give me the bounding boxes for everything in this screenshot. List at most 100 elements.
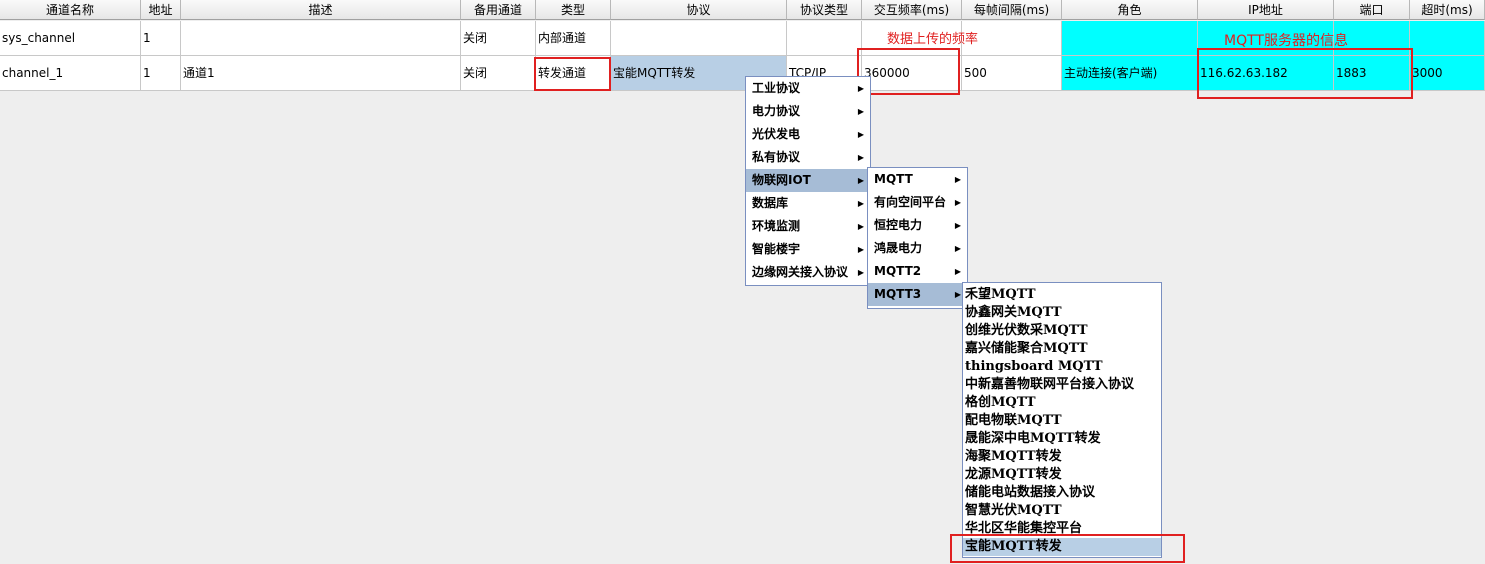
- col-header-backup[interactable]: 备用通道: [461, 0, 536, 20]
- cell-interval[interactable]: [962, 21, 1062, 56]
- col-header-interval[interactable]: 每帧间隔(ms): [962, 0, 1062, 20]
- iot-submenu: MQTT ▶ 有向空间平台 ▶ 恒控电力▶ 鸿晟电力 ▶ MQTT2 ▶ MQTT3▶: [867, 167, 968, 309]
- cell-freq[interactable]: [862, 21, 962, 56]
- menu-item-protocol[interactable]: 华北区华能集控平台: [965, 521, 1083, 536]
- table-row[interactable]: channel_1 1 通道1 关闭 转发通道 宝能MQTT转发 TCP/IP …: [0, 56, 1485, 91]
- submenu-arrow-icon: ▶: [857, 176, 864, 185]
- menu-item-protocol[interactable]: 配电物联MQTT: [965, 413, 1062, 428]
- menu-label: 私有协议: [752, 150, 801, 164]
- submenu-arrow-icon: ▶: [954, 198, 961, 207]
- col-header-port[interactable]: 端口: [1334, 0, 1410, 20]
- col-header-type[interactable]: 类型: [536, 0, 611, 20]
- col-header-addr[interactable]: 地址: [141, 0, 181, 20]
- table-header: 通道名称 地址 描述 备用通道 类型 协议 协议类型 交互频率(ms) 每帧间隔…: [0, 0, 1485, 21]
- menu-label: MQTT3: [874, 287, 922, 301]
- menu-item-protocol[interactable]: 协鑫网关MQTT: [965, 305, 1062, 320]
- menu-item-protocol[interactable]: 中新嘉善物联网平台接入协议: [965, 377, 1135, 392]
- menu-label: 电力协议: [752, 104, 801, 118]
- menu-item-protocol[interactable]: 嘉兴储能聚合MQTT: [965, 341, 1088, 356]
- menu-item-mqtt3[interactable]: MQTT3▶: [868, 283, 967, 306]
- col-header-role[interactable]: 角色: [1062, 0, 1198, 20]
- cell-addr[interactable]: 1: [141, 21, 181, 56]
- cell-ip[interactable]: [1198, 21, 1334, 56]
- menu-label: 智能楼宇: [752, 242, 801, 256]
- menu-item-database[interactable]: 数据库 ▶: [746, 192, 870, 215]
- menu-item-protocol[interactable]: 龙源MQTT转发: [965, 467, 1062, 482]
- menu-item-protocol[interactable]: 创维光伏数采MQTT: [965, 323, 1088, 338]
- menu-item-building[interactable]: 智能楼宇 ▶: [746, 238, 870, 261]
- col-header-desc[interactable]: 描述: [181, 0, 461, 20]
- col-header-protocol[interactable]: 协议: [611, 0, 787, 20]
- menu-item-pv[interactable]: 光伏发电▶: [746, 123, 870, 146]
- menu-item-iot[interactable]: 物联网IOT ▶: [746, 169, 870, 192]
- menu-label: 数据库: [752, 196, 789, 210]
- menu-item-mqtt2[interactable]: MQTT2 ▶: [868, 260, 967, 283]
- submenu-arrow-icon: ▶: [857, 84, 864, 93]
- menu-item-protocol-selected[interactable]: 宝能MQTT转发: [963, 538, 1161, 556]
- table-row[interactable]: sys_channel 1 关闭 内部通道: [0, 21, 1485, 56]
- submenu-arrow-icon: ▶: [857, 199, 864, 208]
- menu-label: 鸿晟电力: [874, 241, 923, 255]
- menu-item-env[interactable]: 环境监测▶: [746, 215, 870, 238]
- menu-item-protocol[interactable]: 格创MQTT: [965, 395, 1036, 410]
- menu-label: 恒控电力: [874, 218, 923, 232]
- selected-protocol-highlight-box: [950, 534, 1185, 563]
- menu-item-protocol[interactable]: 海聚MQTT转发: [965, 449, 1062, 464]
- menu-item-protocol[interactable]: 禾望MQTT: [965, 287, 1036, 302]
- menu-item-protocol[interactable]: thingsboard MQTT: [965, 359, 1103, 374]
- cell-desc[interactable]: 通道1: [181, 56, 461, 91]
- menu-item-protocol[interactable]: 智慧光伏MQTT: [965, 503, 1062, 518]
- menu-item-space[interactable]: 有向空间平台 ▶: [868, 191, 967, 214]
- menu-item-protocol[interactable]: 晟能深中电MQTT转发: [965, 431, 1101, 446]
- submenu-arrow-icon: ▶: [954, 267, 961, 276]
- submenu-arrow-icon: ▶: [857, 107, 864, 116]
- mqtt-highlight-box: [1197, 48, 1413, 99]
- protocol-category-menu: 工业协议▶ 电力协议▶ 光伏发电▶ 私有协议▶ 物联网IOT▶ 数据库▶ 环境监…: [745, 76, 871, 286]
- menu-label: 物联网IOT: [752, 173, 811, 187]
- menu-label: MQTT2: [874, 264, 922, 278]
- col-header-ip[interactable]: IP地址: [1198, 0, 1334, 20]
- col-header-timeout[interactable]: 超时(ms): [1410, 0, 1485, 20]
- cell-role[interactable]: 主动连接(客户端): [1062, 56, 1198, 91]
- cell-name[interactable]: channel_1: [0, 56, 141, 91]
- menu-label: 光伏发电: [752, 127, 801, 141]
- menu-item-private[interactable]: 私有协议▶: [746, 146, 870, 169]
- cell-timeout[interactable]: 3000: [1410, 56, 1485, 91]
- cell-timeout[interactable]: [1410, 21, 1485, 56]
- cell-ip[interactable]: 116.62.63.182: [1198, 56, 1334, 91]
- col-header-ptype[interactable]: 协议类型: [787, 0, 862, 20]
- cell-backup[interactable]: 关闭: [461, 56, 536, 91]
- cell-role[interactable]: [1062, 21, 1198, 56]
- menu-item-hongsheng[interactable]: 鸿晟电力 ▶: [868, 237, 967, 260]
- cell-desc[interactable]: [181, 21, 461, 56]
- menu-label: 有向空间平台: [874, 195, 947, 209]
- menu-item-industrial[interactable]: 工业协议 ▶: [746, 77, 870, 100]
- cell-interval[interactable]: 500: [962, 56, 1062, 91]
- cell-ptype[interactable]: [787, 21, 862, 56]
- menu-label: MQTT: [874, 172, 913, 186]
- cell-type[interactable]: 转发通道: [536, 56, 611, 91]
- cell-port[interactable]: [1334, 21, 1410, 56]
- cell-port[interactable]: 1883: [1334, 56, 1410, 91]
- menu-item-mqtt[interactable]: MQTT ▶: [868, 168, 967, 191]
- mqtt-annotation: MQTT服务器的信息: [1224, 33, 1348, 49]
- cell-protocol[interactable]: [611, 21, 787, 56]
- cell-name[interactable]: sys_channel: [0, 21, 141, 56]
- menu-label: 边缘网关接入协议: [752, 265, 849, 279]
- menu-item-edge[interactable]: 边缘网关接入协议 ▶: [746, 261, 870, 284]
- cell-freq[interactable]: 360000: [862, 56, 962, 91]
- menu-label: 环境监测: [752, 219, 801, 233]
- menu-item-protocol[interactable]: 储能电站数据接入协议: [965, 485, 1096, 500]
- submenu-arrow-icon: ▶: [857, 268, 864, 277]
- col-header-name[interactable]: 通道名称: [0, 0, 141, 20]
- menu-label: 工业协议: [752, 81, 801, 95]
- cell-addr[interactable]: 1: [141, 56, 181, 91]
- menu-item-power[interactable]: 电力协议 ▶: [746, 100, 870, 123]
- menu-item-hengkong[interactable]: 恒控电力▶: [868, 214, 967, 237]
- submenu-arrow-icon: ▶: [954, 244, 961, 253]
- cell-type[interactable]: 内部通道: [536, 21, 611, 56]
- cell-backup[interactable]: 关闭: [461, 21, 536, 56]
- col-header-freq[interactable]: 交互频率(ms): [862, 0, 962, 20]
- submenu-arrow-icon: ▶: [857, 245, 864, 254]
- submenu-arrow-icon: ▶: [954, 175, 961, 184]
